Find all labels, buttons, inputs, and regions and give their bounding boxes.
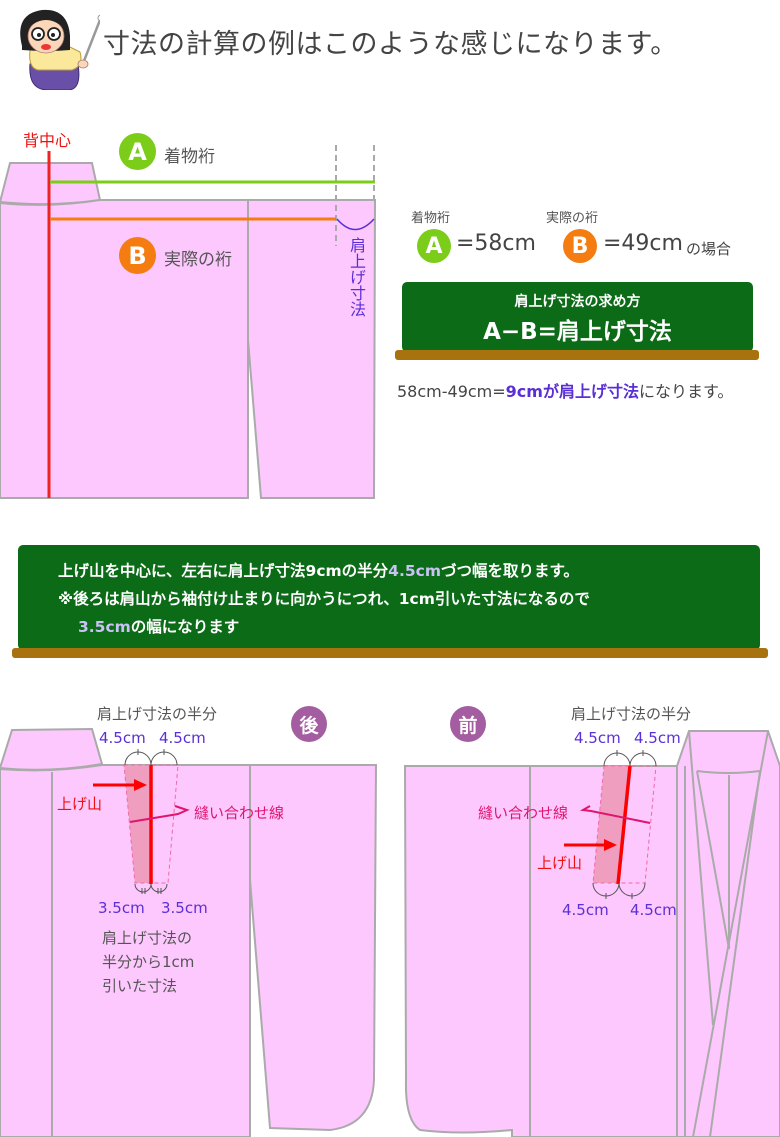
back-half-label: 肩上げ寸法の半分 [97, 705, 218, 723]
formula-subtitle: 肩上げ寸法の求め方 [514, 294, 641, 310]
instruction-board: 上げ山を中心に、左右に肩上げ寸法9cmの半分4.5cmづつ幅を取ります。 ※後ろ… [18, 545, 760, 650]
tuck-arc [336, 218, 375, 231]
back-view-badge: 後 [291, 706, 327, 742]
back-arrow-icon [134, 779, 147, 791]
sleeve-panel [247, 199, 377, 499]
back-seam-label: 縫い合わせ線 [194, 804, 285, 822]
formula-main: A−B=肩上げ寸法 [483, 319, 672, 345]
instruction-line3-highlight: 3.5cm [78, 618, 131, 636]
instruction-line1-highlight: 4.5cm [388, 562, 441, 580]
example-a-value: =58cm [456, 231, 536, 256]
example-a-caption: 着物裄 [411, 211, 451, 226]
example-b-caption: 実際の裄 [546, 211, 599, 226]
front-tuck-peak-line [616, 765, 632, 885]
example-badge-a-icon: A [417, 229, 451, 263]
back-collar-shape [0, 727, 104, 771]
back-top-right-measure: 4.5cm [159, 729, 206, 747]
formula-board: 肩上げ寸法の求め方 A−B=肩上げ寸法 [402, 282, 753, 352]
badge-b-icon: B [119, 237, 156, 274]
back-tuck-fill [124, 765, 151, 883]
front-bottom-left-measure: 4.5cm [562, 901, 609, 919]
result-highlight: 9cmが肩上げ寸法 [505, 382, 639, 401]
back-tuck-peak-label: 上げ山 [57, 795, 103, 813]
back-top-left-measure: 4.5cm [99, 729, 146, 747]
instruction-line3: 3.5cmの幅になります [78, 618, 240, 636]
label-a-kimono-sleeve: 着物裄 [164, 147, 215, 167]
example-b-value: =49cm [603, 231, 683, 256]
front-top-right-measure: 4.5cm [634, 729, 681, 747]
front-seam-label: 縫い合わせ線 [478, 804, 569, 822]
back-bottom-left-measure: 3.5cm [98, 899, 145, 917]
front-half-label: 肩上げ寸法の半分 [571, 705, 692, 723]
back-bottom-right-measure: 3.5cm [161, 899, 208, 917]
example-case-suffix: の場合 [686, 240, 732, 258]
back-note: 肩上げ寸法の 半分から1cm 引いた寸法 [102, 929, 195, 995]
instruction-board-ledge [12, 648, 768, 658]
mascot [8, 6, 105, 91]
front-view-badge: 前 [450, 706, 486, 742]
result-prefix: 58cm-49cm= [397, 382, 506, 401]
mascot-teacher-icon [20, 9, 105, 91]
instruction-line1: 上げ山を中心に、左右に肩上げ寸法9cmの半分4.5cmづつ幅を取ります。 [58, 562, 579, 580]
front-sleeve-panel [403, 765, 531, 1137]
back-center-label: 背中心 [23, 131, 72, 150]
front-arrow-icon [604, 839, 617, 851]
formula-board-ledge [395, 350, 759, 360]
example-badge-b-icon: B [563, 229, 597, 263]
back-seam-pointer [129, 805, 190, 823]
back-sleeve-panel [249, 764, 378, 1132]
front-tuck-peak-label: 上げ山 [537, 854, 583, 872]
label-b-actual-sleeve: 実際の裄 [164, 250, 232, 270]
shoulder-tuck-vertical-label: 肩上げ寸法 [347, 237, 366, 317]
front-bottom-right-measure: 4.5cm [630, 901, 677, 919]
result-suffix: になります。 [638, 382, 734, 401]
instruction-line2: ※後ろは肩山から袖付け止まりに向かうにつれ、1cm引いた寸法になるので [58, 590, 590, 608]
page-title: 寸法の計算の例はこのような感じになります。 [103, 29, 678, 60]
result-text: 58cm-49cm=9cmが肩上げ寸法になります。 [397, 378, 733, 402]
front-top-left-measure: 4.5cm [574, 729, 621, 747]
front-seam-pointer [579, 805, 651, 824]
badge-a-icon: A [119, 133, 156, 170]
